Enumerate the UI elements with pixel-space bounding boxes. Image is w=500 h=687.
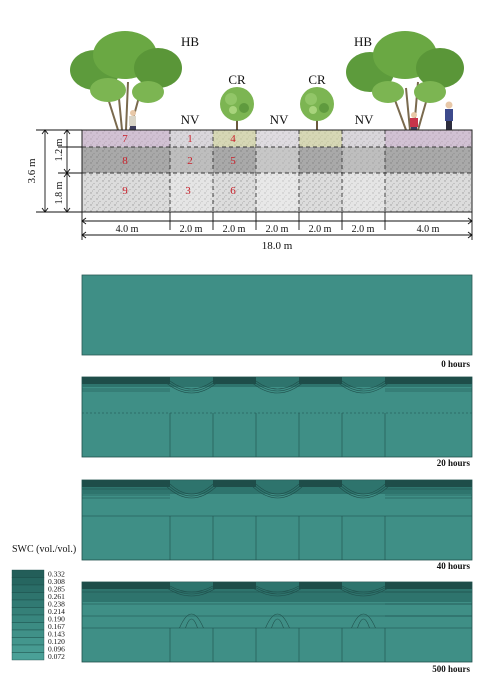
- width-segment-7: 4.0 m: [417, 224, 440, 235]
- nv-label-3: NV: [355, 112, 374, 127]
- crop-plant-right-icon: [300, 87, 334, 130]
- swc-legend: SWC (vol./vol.) 0.3320.3080.2850.2610.23…: [11, 544, 76, 661]
- panel-label-500-hours: 500 hours: [432, 664, 470, 674]
- legend-value: 0.261: [48, 592, 65, 601]
- legend-value: 0.214: [48, 607, 65, 616]
- cr-label-left: CR: [228, 72, 246, 87]
- legend-swatch: [11, 622, 45, 631]
- legend-value: 0.285: [48, 585, 65, 594]
- legend-value: 0.120: [48, 637, 65, 646]
- zone-6: 6: [230, 185, 236, 197]
- width-total-label: 18.0 m: [262, 240, 293, 252]
- legend-value: 0.143: [48, 630, 65, 639]
- zone-1: 1: [187, 133, 193, 145]
- legend-value: 0.332: [48, 570, 65, 579]
- depth-dimensions: [36, 129, 82, 213]
- legend-value: 0.096: [48, 645, 65, 654]
- panel-label-20-hours: 20 hours: [437, 458, 471, 468]
- legend-swatch: [11, 607, 45, 616]
- person-icon: [410, 112, 418, 131]
- crop-plant-left-icon: [220, 87, 254, 130]
- zone-2: 2: [187, 155, 193, 167]
- panel-500-hours: [81, 581, 473, 663]
- depth-top-label: 1.2 m: [54, 138, 65, 161]
- legend-swatch: [11, 614, 45, 623]
- legend-value: 0.167: [48, 622, 65, 631]
- legend-swatch: [11, 644, 45, 653]
- legend-swatch: [11, 569, 45, 578]
- panel-20-hours: [81, 376, 473, 458]
- width-dimensions: [81, 212, 473, 240]
- legend-title: SWC (vol./vol.): [12, 544, 76, 555]
- hb-label-left: HB: [181, 34, 199, 49]
- soil-profile: 1 2 3 4 5 6 7 8 9: [81, 129, 473, 213]
- legend-swatch: [11, 584, 45, 593]
- panel-label-0-hours: 0 hours: [441, 359, 470, 369]
- legend-swatch: [11, 629, 45, 638]
- legend-value: 0.308: [48, 577, 65, 586]
- width-segment-5: 2.0 m: [309, 224, 332, 235]
- zone-4: 4: [230, 133, 236, 145]
- legend-swatch: [11, 652, 45, 661]
- zone-3: 3: [185, 185, 191, 197]
- hedgerow-tree-right-icon: [346, 31, 464, 131]
- nv-label-2: NV: [270, 112, 289, 127]
- zone-7: 7: [122, 133, 128, 145]
- depth-bottom-label: 1.8 m: [54, 181, 65, 204]
- hb-label-right: HB: [354, 34, 372, 49]
- hedgerow-tree-left-icon: [70, 31, 182, 131]
- zone-9: 9: [122, 185, 128, 197]
- width-segment-2: 2.0 m: [180, 224, 203, 235]
- zone-5: 5: [230, 155, 236, 167]
- depth-total-label: 3.6 m: [26, 158, 38, 184]
- width-segment-3: 2.0 m: [223, 224, 246, 235]
- cr-label-right: CR: [308, 72, 326, 87]
- legend-value: 0.072: [48, 652, 65, 661]
- nv-label-1: NV: [181, 112, 200, 127]
- legend-value: 0.238: [48, 600, 65, 609]
- legend-swatch: [11, 599, 45, 608]
- width-segment-6: 2.0 m: [352, 224, 375, 235]
- legend-swatch: [11, 592, 45, 601]
- panel-40-hours: [81, 479, 473, 561]
- legend-swatch: [11, 637, 45, 646]
- zone-8: 8: [122, 155, 128, 167]
- person-icon: [129, 110, 136, 131]
- width-segment-1: 4.0 m: [116, 224, 139, 235]
- vegetation-layer: HB HB CR CR NV NV NV: [70, 31, 464, 131]
- legend-swatch: [11, 577, 45, 586]
- width-segment-4: 2.0 m: [266, 224, 289, 235]
- panel-label-40-hours: 40 hours: [437, 561, 471, 571]
- panel-0-hours: [81, 274, 473, 356]
- person-icon: [445, 101, 453, 130]
- legend-value: 0.190: [48, 615, 65, 624]
